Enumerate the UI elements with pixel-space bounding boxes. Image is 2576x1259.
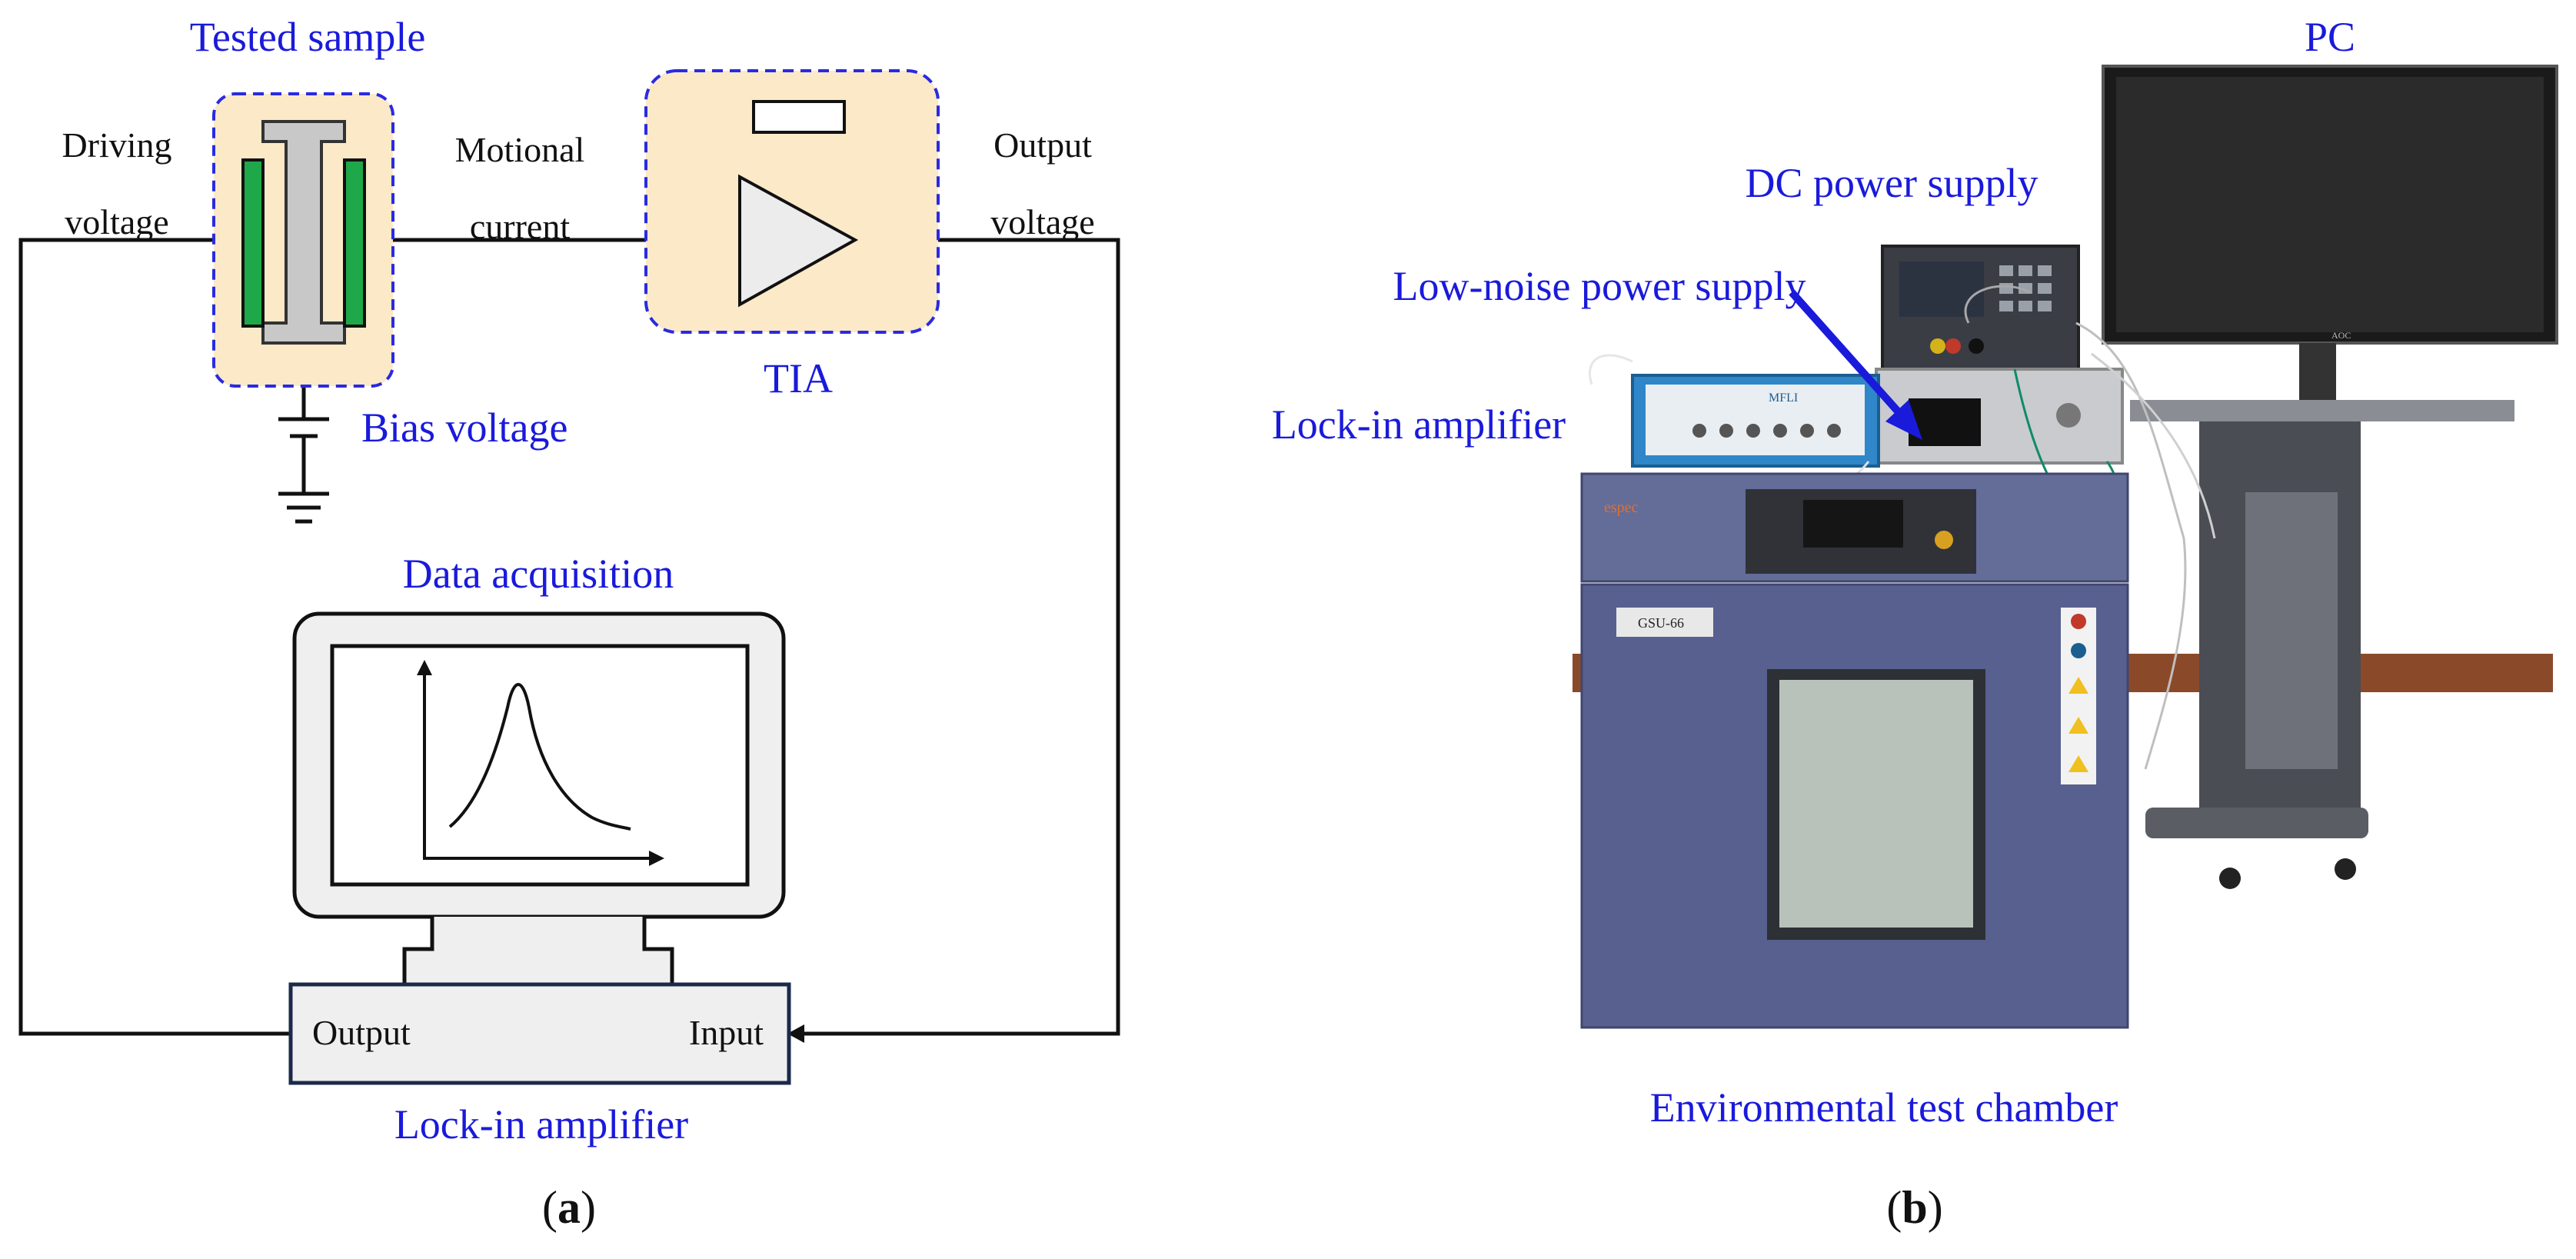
driving-label-line2: voltage [65,202,168,241]
monitor-neck [2299,343,2336,400]
left-electrode [241,158,265,328]
caption-a-letter: a [557,1182,581,1233]
right-electrode [343,158,366,328]
monitor-display [2116,77,2544,332]
data-acquisition-label: Data acquisition [403,551,674,597]
input-arrowhead [787,1024,804,1043]
cart-column-panel [2245,492,2338,769]
cart-top-shelf [2130,400,2514,421]
ground-icon [278,491,329,524]
panel-a-schematic: Tested sample Driving voltage Motional c… [18,14,1120,1233]
environmental-chamber-label: Environmental test chamber [1650,1084,2118,1131]
chamber-power-button [1935,531,1953,549]
dc-terminal-yellow [1930,338,1945,354]
cart-base [2145,808,2368,838]
chamber-window-glass [1779,680,1973,928]
mfli-lockin-device: MFLI [1631,374,1880,468]
low-noise-pointer-arrowhead [1885,400,1922,440]
environmental-chamber-device: espec GSU-66 [1580,472,2129,1029]
output-wire [792,238,1120,1036]
tia-box [644,69,940,334]
monitor-stand [402,917,674,987]
caption-b: (b) [1886,1182,1942,1233]
chamber-display [1803,500,1903,548]
driving-label-line1: Driving [62,125,171,165]
resonator-beam [261,120,346,345]
low-noise-pointer-arrow [1789,289,1909,423]
low-noise-knob [2056,403,2081,428]
low-noise-screen [1909,398,1981,446]
dc-power-supply-label: DC power supply [1746,160,2039,206]
plot-y-arrow [417,660,432,675]
motional-label-line1: Motional [455,130,585,169]
low-noise-power-supply-device [1875,368,2124,465]
pc-cart [2130,400,2514,889]
cart-wheel-right [2335,858,2356,880]
caption-a: (a) [542,1182,596,1233]
lockin-input-label: Input [689,1013,764,1052]
dc-terminal-red [1945,338,1961,354]
resonance-plot [417,660,664,866]
chamber-model: GSU-66 [1638,615,1684,631]
lockin-amplifier-label-b: Lock-in amplifier [1272,401,1566,448]
dc-supply-keypad [1999,265,2052,311]
caption-b-letter: b [1902,1182,1927,1233]
chamber-brand: espec [1604,499,1639,516]
dc-supply-screen [1899,261,1984,317]
plot-x-arrow [649,851,664,866]
output-voltage-label-line1: Output [993,125,1092,165]
pc-monitor: AOC [2102,65,2558,400]
driving-wire [18,238,291,1036]
tia-label: TIA [764,355,833,401]
bias-voltage-source-icon [278,417,329,492]
chamber-model-plate [1616,608,1713,637]
tested-sample-label: Tested sample [190,14,426,60]
amplifier-triangle-icon [738,174,859,308]
lockin-output-label: Output [312,1013,411,1052]
mfli-bnc-connectors [1692,424,1841,438]
resonance-curve [448,683,631,831]
feedback-resistor-icon [752,100,846,134]
dc-terminal-black [1969,338,1984,354]
motional-label-line2: current [470,207,570,246]
output-voltage-label-line2: voltage [990,202,1094,241]
bias-voltage-label: Bias voltage [361,405,567,451]
panel-b-photo: AOC MFLI [1272,14,2558,1233]
lockin-amplifier-box [288,982,791,1085]
lockin-amplifier-label-a: Lock-in amplifier [394,1101,688,1147]
cart-wheel-left [2219,868,2241,889]
monitor-brand: AOC [2331,330,2351,341]
pc-label: PC [2305,14,2355,60]
low-noise-power-supply-label: Low-noise power supply [1393,263,1806,309]
chamber-warning-labels [2061,608,2096,784]
dc-power-supply-device [1881,245,2080,371]
monitor-screen [330,644,750,887]
mfli-front-panel [1646,385,1865,455]
mfli-brand: MFLI [1769,391,1798,405]
